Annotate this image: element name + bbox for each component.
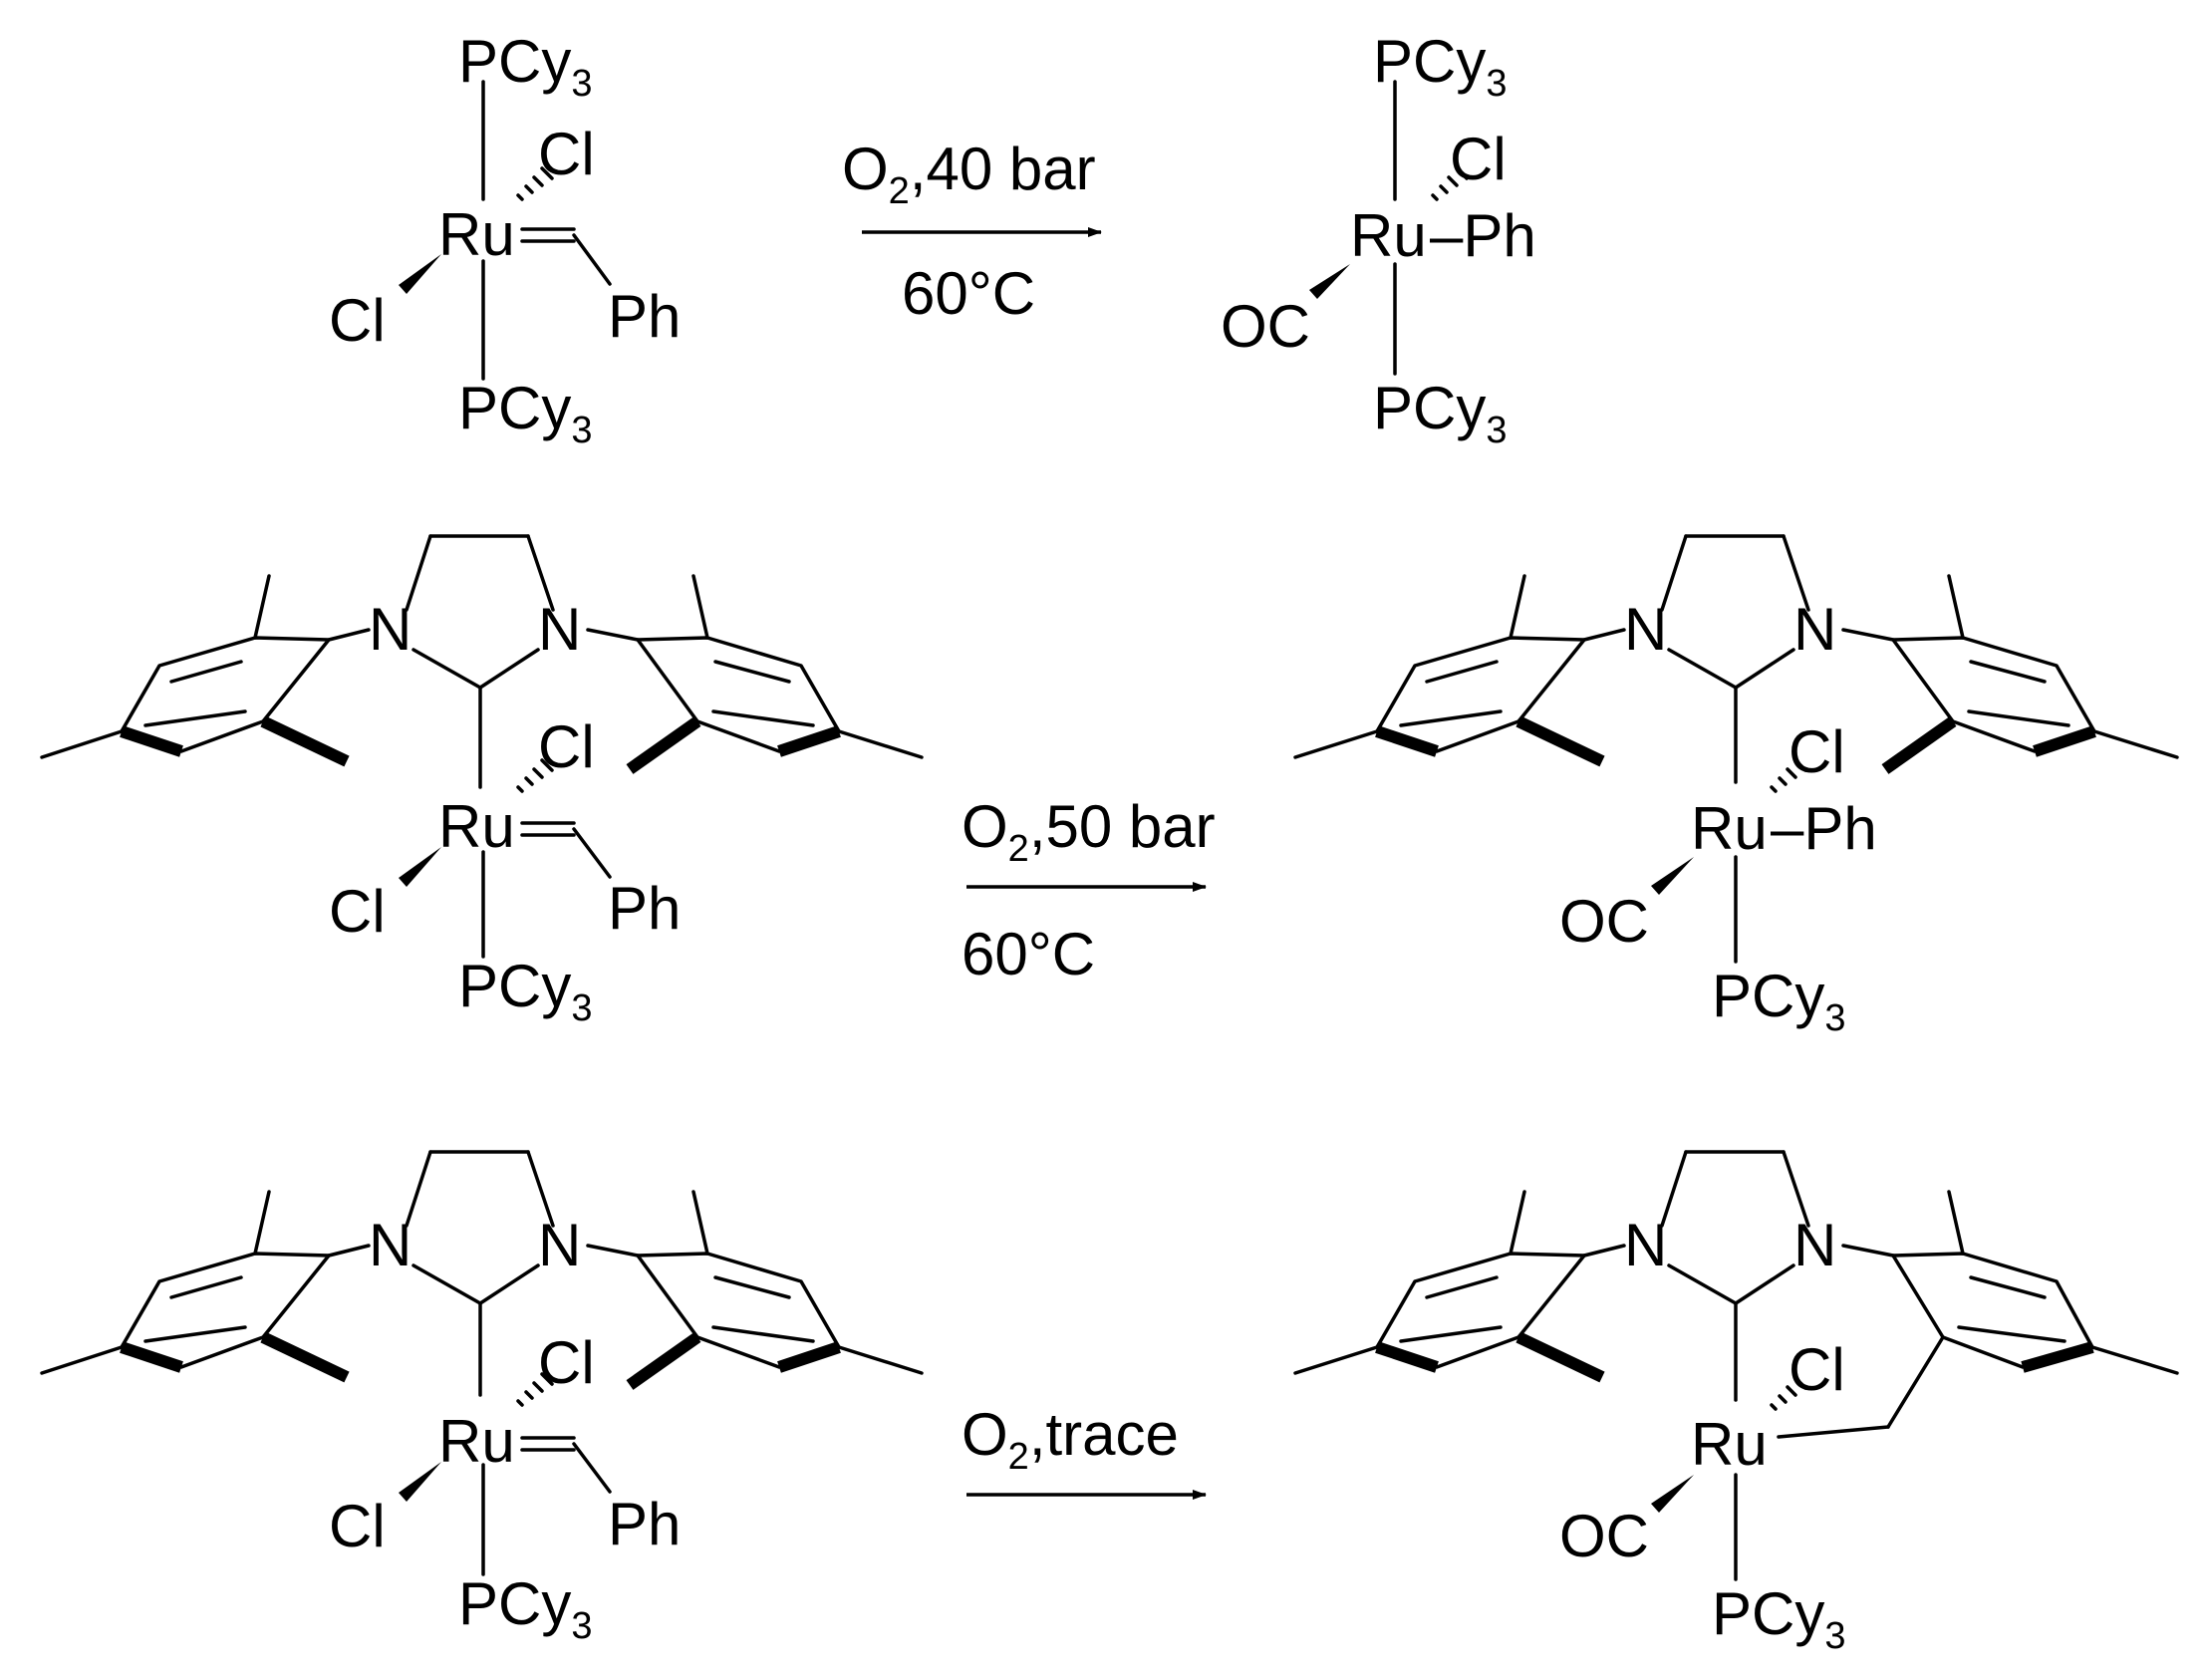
ru-label: Ru xyxy=(1350,202,1427,269)
n-label: N xyxy=(369,596,412,663)
condition-below: 60°C xyxy=(902,260,1035,327)
pcy3-label: PCy3 xyxy=(1712,1580,1846,1657)
ph-label: Ph xyxy=(608,283,681,350)
cl-solid-wedge xyxy=(399,1462,441,1502)
cl-label: Cl xyxy=(538,121,595,187)
ph-label: –Ph xyxy=(1771,795,1877,862)
cl-label: Cl xyxy=(329,287,386,354)
product-1: PCy3 Cl Ru –Ph OC PCy3 xyxy=(1221,28,1536,451)
cl-hash-wedge xyxy=(516,166,554,201)
cl-hash-wedge xyxy=(1770,758,1807,793)
ph-label: –Ph xyxy=(1430,202,1536,269)
cl-hash-wedge xyxy=(1770,1376,1807,1411)
pcy3-label: PCy3 xyxy=(458,1570,593,1647)
cl-hash-wedge xyxy=(516,1372,554,1407)
cl-label: Cl xyxy=(329,878,386,945)
ru-label: Ru xyxy=(1691,795,1768,862)
reactant-grubbs-ii: N N Cl Ru Cl Ph PCy3 xyxy=(40,534,924,1029)
cl-label: Cl xyxy=(538,713,595,780)
condition-above: O2,50 bar xyxy=(962,793,1216,870)
reaction-arrow-1: O2,40 bar 60°C xyxy=(842,136,1102,327)
n-label: N xyxy=(538,596,581,663)
cl-label: Cl xyxy=(1789,1336,1845,1403)
reactant-grubbs-i: PCy3 Cl Ru Cl Ph PCy3 xyxy=(329,28,681,451)
n-label: N xyxy=(1624,596,1667,663)
condition-above: O2,40 bar xyxy=(842,136,1096,212)
reaction-arrow-2: O2,50 bar 60°C xyxy=(962,793,1216,987)
oc-label: OC xyxy=(1559,888,1649,955)
product-2: N N Cl Ru –Ph OC PCy3 xyxy=(1293,534,2179,1039)
pcy3-label: PCy3 xyxy=(458,953,593,1029)
cl-hash-wedge xyxy=(516,758,554,793)
pcy3-label: PCy3 xyxy=(458,28,593,105)
reaction-arrow-3: O2,trace xyxy=(962,1401,1207,1500)
cl-label: Cl xyxy=(329,1493,386,1559)
co-solid-wedge xyxy=(1651,857,1694,895)
oc-label: OC xyxy=(1221,293,1310,360)
reactant-grubbs-ii-2: N N Cl Ru Cl Ph PCy3 xyxy=(40,1150,924,1647)
cl-hash-wedge xyxy=(1431,166,1469,201)
n-label: N xyxy=(538,1212,581,1278)
co-solid-wedge xyxy=(1651,1475,1694,1513)
n-label: N xyxy=(1793,1212,1836,1278)
pcy3-label: PCy3 xyxy=(458,375,593,451)
cl-label: Cl xyxy=(1789,718,1845,785)
condition-below: 60°C xyxy=(962,921,1095,987)
ru-label: Ru xyxy=(438,201,515,268)
ru-label: Ru xyxy=(438,1408,515,1475)
condition-above: O2,trace xyxy=(962,1401,1179,1478)
n-label: N xyxy=(369,1212,412,1278)
ru-label: Ru xyxy=(1691,1411,1768,1478)
oc-label: OC xyxy=(1559,1503,1649,1569)
n-label: N xyxy=(1793,596,1836,663)
cl-solid-wedge xyxy=(399,847,441,887)
ph-label: Ph xyxy=(608,875,681,942)
pcy3-label: PCy3 xyxy=(1373,375,1508,451)
ph-label: Ph xyxy=(608,1491,681,1557)
cl-solid-wedge xyxy=(399,254,441,294)
n-label: N xyxy=(1624,1212,1667,1278)
co-solid-wedge xyxy=(1309,264,1350,299)
pcy3-label: PCy3 xyxy=(1373,28,1508,105)
ru-label: Ru xyxy=(438,793,515,860)
pcy3-label: PCy3 xyxy=(1712,963,1846,1039)
cl-label: Cl xyxy=(538,1329,595,1396)
product-3: N N Cl Ru OC PCy3 xyxy=(1293,1150,2179,1657)
cl-label: Cl xyxy=(1450,126,1507,192)
